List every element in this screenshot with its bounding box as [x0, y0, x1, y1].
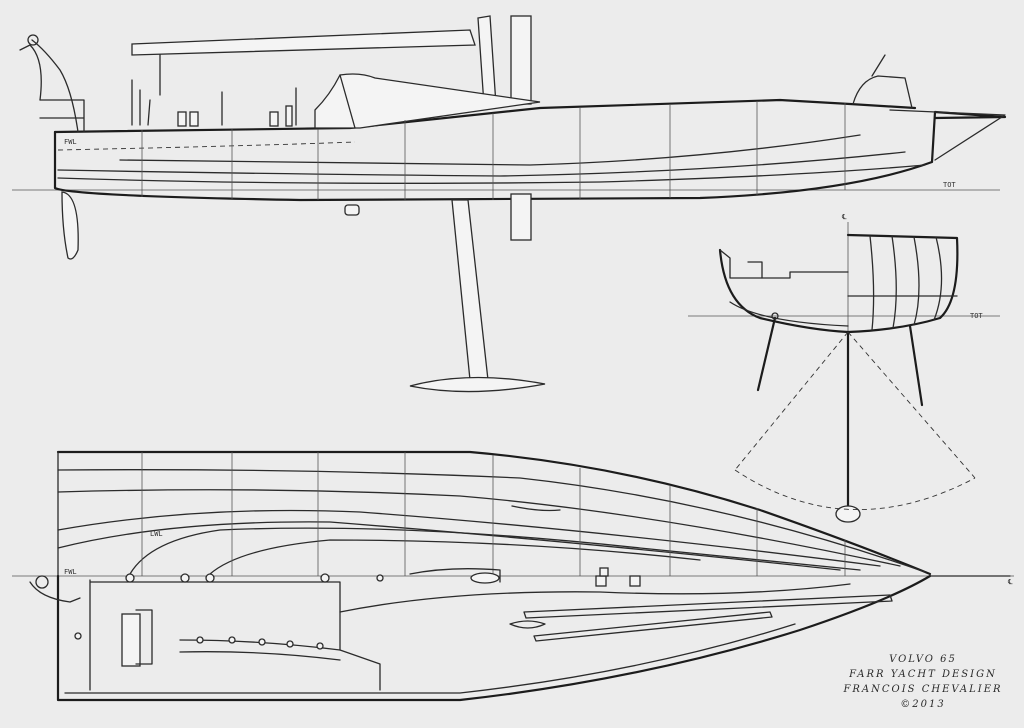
grab-rail-long [523, 594, 893, 619]
title-model: VOLVO 65 [889, 654, 957, 665]
mast [477, 15, 497, 106]
title-block: VOLVO 65 FARR YACHT DESIGN FRANCOIS CHEV… [838, 652, 1008, 712]
deck-edge-inner [64, 623, 796, 694]
plan-lwl-label: LWL [150, 530, 163, 538]
title-designer: FARR YACHT DESIGN [849, 669, 997, 680]
plan-annotation-mark [511, 505, 561, 512]
profile-waterline-2 [57, 151, 906, 177]
keel-cant-arc [734, 469, 976, 511]
bow-pulpit [852, 54, 913, 109]
section-tot-label: TOT [970, 312, 983, 320]
profile-dashed-line [57, 141, 356, 151]
stern-pulpit [19, 39, 79, 133]
helm-pedestal [121, 613, 141, 667]
tot-label: TOT [943, 181, 956, 189]
profile-stations [141, 101, 846, 200]
stern-pulpit-plan [29, 581, 81, 603]
antenna-dome [27, 34, 39, 46]
stern-rail [39, 99, 85, 133]
sail-drive [344, 204, 360, 216]
profile-waterline-1 [57, 164, 926, 184]
plan-centerline-label: ℄ [1007, 578, 1013, 586]
hull-outline [53, 110, 1007, 202]
section-daggerboard-right [908, 324, 924, 407]
deck-winches [131, 79, 297, 127]
body-section-view: ℄ TOT [688, 213, 1000, 523]
section-centerline-label: ℄ [841, 213, 847, 221]
daggerboard-top [510, 15, 532, 105]
section-cockpit [747, 261, 763, 279]
section-hull-right [846, 233, 959, 334]
rudder [61, 191, 79, 260]
plan-view: ℄ LWL FWL [12, 450, 1014, 702]
keel-bulb [409, 376, 546, 393]
helm-frame [135, 609, 153, 665]
sheer-line [53, 98, 917, 134]
title-credit: FRANCOIS CHEVALIER ©2013 [843, 684, 1003, 710]
section-inner-line [729, 301, 849, 327]
profile-view: FWL TOT [12, 15, 1007, 393]
section-stations [847, 235, 958, 331]
grab-rail-short [533, 611, 773, 642]
bowsprit [889, 109, 1006, 161]
section-deck-left [719, 249, 849, 279]
mast-partner [409, 568, 501, 583]
keel-cant-limits [734, 331, 976, 479]
plan-waterlines [57, 469, 926, 575]
plan-fwl-label: FWL [64, 568, 77, 576]
profile-waterline-3 [119, 134, 861, 166]
coachroof-edge [339, 583, 851, 613]
plan-stations [141, 452, 846, 576]
plan-sheer-lower [56, 574, 932, 702]
antenna-dome-plan [35, 575, 49, 589]
daggerboard [510, 193, 532, 241]
boom [131, 29, 476, 56]
deckhouse-front [339, 74, 356, 129]
deckhouse [314, 73, 541, 129]
daggerboard-pivot [771, 312, 779, 320]
plan-sheer-upper [56, 450, 932, 576]
mast-base [470, 572, 500, 584]
plan-winches [74, 567, 641, 650]
keel-fin [451, 199, 489, 381]
hatch [509, 620, 546, 629]
section-hull-left [718, 248, 850, 334]
fwl-label: FWL [64, 138, 77, 146]
section-daggerboard-left [756, 316, 777, 392]
